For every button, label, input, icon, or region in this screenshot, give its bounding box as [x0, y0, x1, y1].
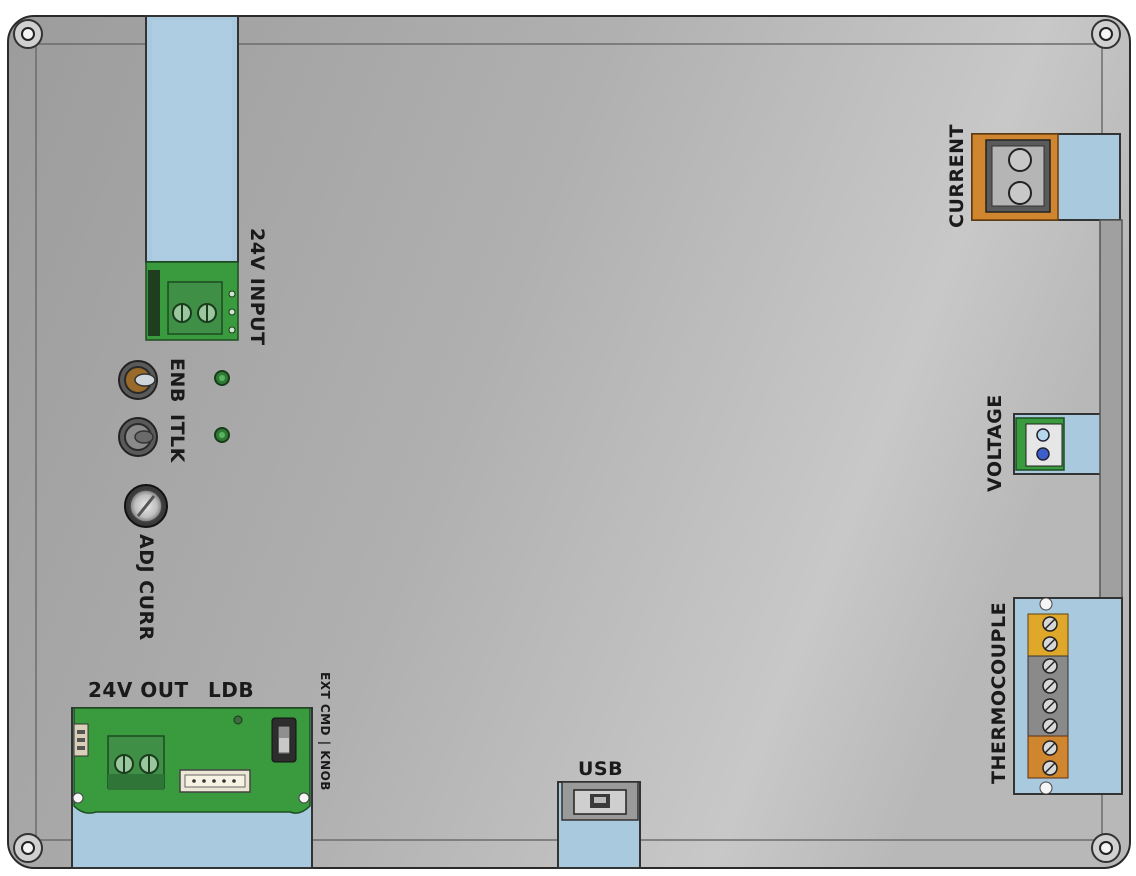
- led-icon: [214, 427, 230, 443]
- led-icon: [214, 370, 230, 386]
- mount-hole-icon: [1091, 833, 1121, 863]
- label-enb: ENB: [166, 358, 188, 403]
- toggle-switch-icon[interactable]: [118, 417, 158, 457]
- input-24v-connector: [145, 15, 239, 341]
- right-wall-channel: [1099, 219, 1123, 601]
- label-usb: USB: [578, 758, 624, 780]
- label-24v-out: 24V OUT: [88, 678, 189, 702]
- label-thermocouple: THERMOCOUPLE: [988, 601, 1010, 784]
- thermocouple-terminal: [1013, 597, 1123, 795]
- usb-port-icon[interactable]: [557, 781, 641, 869]
- label-ext-cmd-knob: EXT CMD | KNOB: [318, 672, 332, 791]
- mount-hole-icon: [1091, 19, 1121, 49]
- mount-hole-icon: [13, 833, 43, 863]
- label-adj-curr: ADJ CURR: [135, 534, 157, 641]
- current-terminal: [971, 133, 1121, 221]
- toggle-switch-icon[interactable]: [118, 360, 158, 400]
- output-pcb: [71, 707, 313, 869]
- label-voltage: VOLTAGE: [984, 394, 1006, 492]
- label-current: CURRENT: [946, 124, 968, 228]
- slide-switch-icon[interactable]: [271, 717, 297, 763]
- label-24v-input: 24V INPUT: [246, 228, 268, 346]
- knob-icon[interactable]: [124, 484, 168, 528]
- mount-hole-icon: [13, 19, 43, 49]
- label-ldb: LDB: [208, 678, 255, 702]
- label-itlk: ITLK: [166, 414, 188, 463]
